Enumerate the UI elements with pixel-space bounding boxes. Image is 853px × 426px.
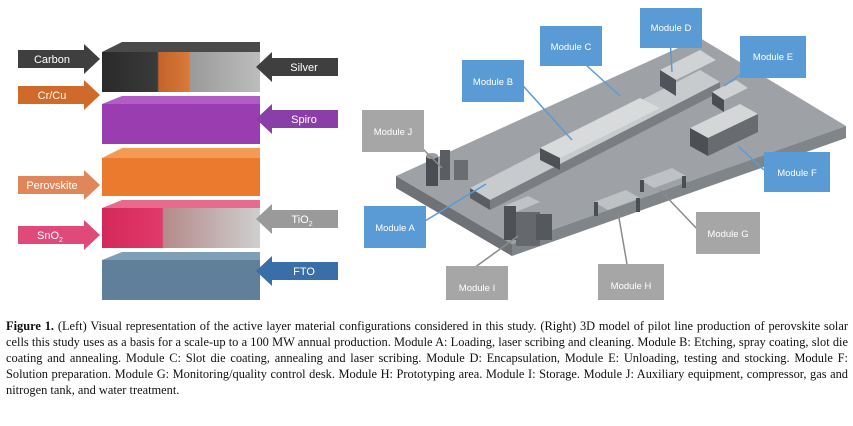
plant-model (396, 37, 846, 271)
svg-text:Module J: Module J (374, 127, 413, 138)
module-h-label: Module H (598, 264, 664, 300)
svg-text:Module D: Module D (651, 23, 692, 34)
svg-text:Module C: Module C (551, 42, 592, 53)
svg-text:Module H: Module H (611, 281, 652, 292)
module-j-label: Module J (362, 110, 424, 152)
svg-text:Spiro: Spiro (291, 114, 317, 126)
module-d-label: Module D (640, 8, 702, 48)
figure-caption: Figure 1. (Left) Visual representation o… (6, 318, 848, 398)
caption-text: (Left) Visual representation of the acti… (6, 319, 849, 397)
module-g-label: Module G (696, 212, 760, 254)
module-e-label: Module E (740, 36, 806, 78)
arrow-cr-cu: Cr/Cu (18, 80, 100, 110)
svg-text:Module E: Module E (753, 52, 793, 63)
svg-text:Silver: Silver (290, 62, 318, 74)
svg-text:Module I: Module I (459, 283, 495, 294)
figure-illustration: Carbon Cr/Cu Perovskite SnO2 Silver Spir… (18, 8, 846, 300)
svg-text:Module A: Module A (375, 223, 415, 234)
layer-stack (102, 42, 260, 300)
arrow-tio2: TiO2 (256, 204, 338, 234)
arrow-carbon: Carbon (18, 44, 100, 74)
svg-text:Perovskite: Perovskite (26, 180, 77, 192)
svg-text:Module G: Module G (707, 229, 748, 240)
production-line (470, 50, 720, 210)
svg-text:SnO2: SnO2 (37, 230, 63, 244)
fto-layer (102, 252, 260, 300)
module-g-desk (640, 168, 686, 192)
module-b-label: Module B (462, 60, 524, 102)
module-i-storage (504, 196, 552, 246)
svg-text:Module F: Module F (777, 168, 817, 179)
sno2-tio2-layer (102, 200, 260, 248)
arrow-fto: FTO (256, 256, 338, 286)
svg-text:TiO2: TiO2 (291, 214, 312, 228)
svg-text:Cr/Cu: Cr/Cu (38, 90, 67, 102)
carbon-layer (102, 42, 260, 92)
module-j-equipment (426, 150, 468, 186)
module-c-label: Module C (540, 26, 602, 66)
arrow-sno2: SnO2 (18, 220, 100, 250)
svg-text:FTO: FTO (293, 266, 315, 278)
module-f-label: Module F (764, 152, 830, 192)
caption-label: Figure 1. (6, 319, 54, 333)
svg-text:Module B: Module B (473, 77, 513, 88)
arrow-spiro: Spiro (256, 104, 338, 134)
module-f-machines (690, 80, 758, 156)
svg-text:Carbon: Carbon (34, 54, 70, 66)
arrow-perovskite: Perovskite (18, 170, 100, 200)
perovskite-layer (102, 148, 260, 196)
module-a-label: Module A (364, 206, 426, 248)
arrow-silver: Silver (256, 52, 338, 82)
spiro-layer (102, 96, 260, 144)
module-i-label: Module I (446, 266, 508, 300)
module-h-desk (594, 190, 640, 216)
